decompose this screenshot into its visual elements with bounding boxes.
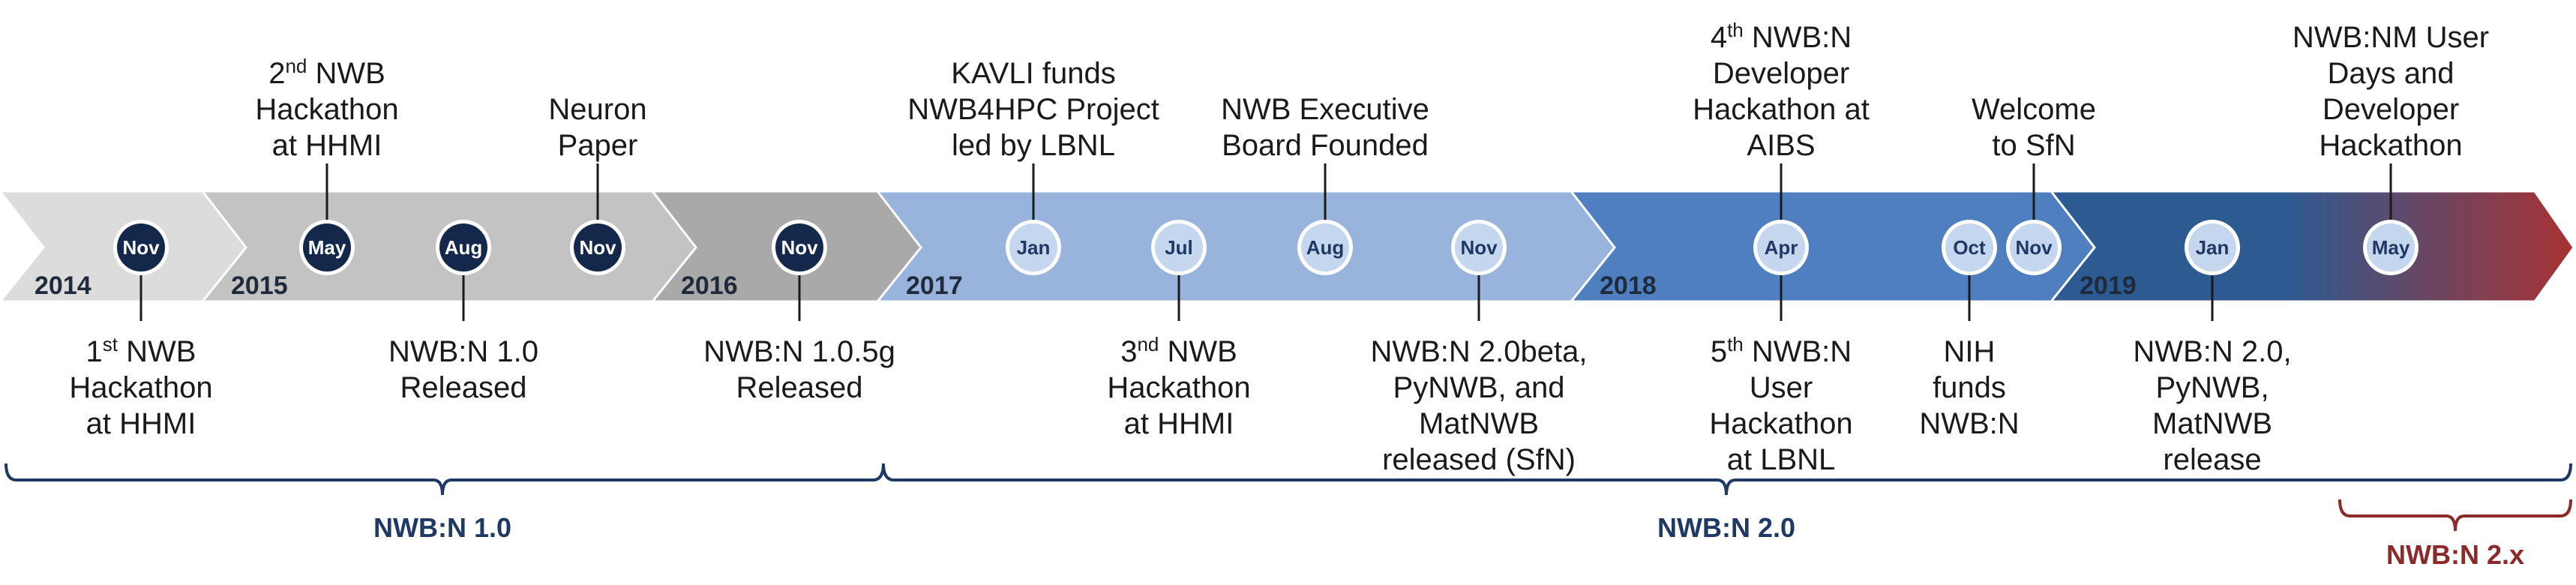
marker-month-label: Aug <box>445 236 483 259</box>
marker-circle <box>1455 224 1503 272</box>
marker-month-label: Oct <box>1953 236 1986 259</box>
year-labels: 2014 2015 2016 2017 2018 2019 <box>34 272 2137 300</box>
marker-circle <box>1009 224 1057 272</box>
marker-circle <box>2010 224 2058 272</box>
bracket-v1: NWB:N 1.0 <box>4 463 885 543</box>
marker-month-label: Nov <box>781 236 818 259</box>
month-markers: Nov May Aug Nov Nov Jan Jul Aug Nov Apr Oct Nov Jan M… <box>113 220 2419 275</box>
year-label-2014: 2014 <box>34 272 91 300</box>
bracket-line <box>882 463 2572 496</box>
marker-2017-aug: Aug <box>1297 220 1353 275</box>
marker-month-label: Nov <box>1460 236 1498 259</box>
year-band-2017 <box>874 190 1622 303</box>
marker-month-label: May <box>2372 236 2410 259</box>
marker-2019-may: May <box>2363 220 2419 275</box>
marker-2015-may: May <box>299 220 355 275</box>
marker-2019-jan: Jan <box>2185 220 2240 275</box>
marker-month-label: Nov <box>579 236 616 259</box>
marker-month-label: Nov <box>122 236 160 259</box>
marker-2018-oct: Oct <box>1942 220 1997 275</box>
marker-2017-nov: Nov <box>1451 220 1507 275</box>
bracket-line <box>4 463 885 496</box>
year-label-2015: 2015 <box>231 272 288 300</box>
marker-circle <box>1757 224 1805 272</box>
marker-2014-nov: Nov <box>113 220 169 275</box>
year-label-2018: 2018 <box>1600 272 1657 300</box>
marker-month-label: Apr <box>1765 236 1798 259</box>
marker-circle <box>303 224 351 272</box>
marker-circle <box>1945 224 1993 272</box>
year-label-2017: 2017 <box>906 272 963 300</box>
marker-month-label: May <box>308 236 346 259</box>
bracket-v2x: NWB:N 2.x <box>2338 499 2572 570</box>
marker-month-label: Nov <box>2015 236 2053 259</box>
year-label-2016: 2016 <box>681 272 738 300</box>
year-label-2019: 2019 <box>2080 272 2137 300</box>
marker-month-label: Jan <box>1017 236 1051 259</box>
marker-circle <box>1301 224 1349 272</box>
marker-2017-jan: Jan <box>1006 220 1061 275</box>
bracket-label-v1: NWB:N 1.0 <box>373 512 511 543</box>
marker-2015-nov: Nov <box>570 220 625 275</box>
bracket-label-v2: NWB:N 2.0 <box>1657 512 1795 543</box>
marker-2017-jul: Jul <box>1151 220 1207 275</box>
marker-month-label: Aug <box>1306 236 1345 259</box>
bracket-line <box>2338 499 2572 532</box>
marker-circle <box>2367 224 2415 272</box>
marker-2018-apr: Apr <box>1753 220 1809 275</box>
marker-circle <box>574 224 622 272</box>
bracket-v2: NWB:N 2.0 <box>882 463 2572 543</box>
marker-circle <box>775 224 823 272</box>
marker-month-label: Jul <box>1165 236 1193 259</box>
marker-circle <box>1155 224 1203 272</box>
marker-circle <box>117 224 165 272</box>
marker-circle <box>2188 224 2236 272</box>
bracket-label-v2x: NWB:N 2.x <box>2386 539 2524 570</box>
marker-2016-nov: Nov <box>772 220 827 275</box>
marker-circle <box>439 224 487 272</box>
marker-month-label: Jan <box>2196 236 2230 259</box>
year-band-2019 <box>2048 190 2575 303</box>
marker-2015-aug: Aug <box>436 220 491 275</box>
marker-2018-nov: Nov <box>2006 220 2062 275</box>
